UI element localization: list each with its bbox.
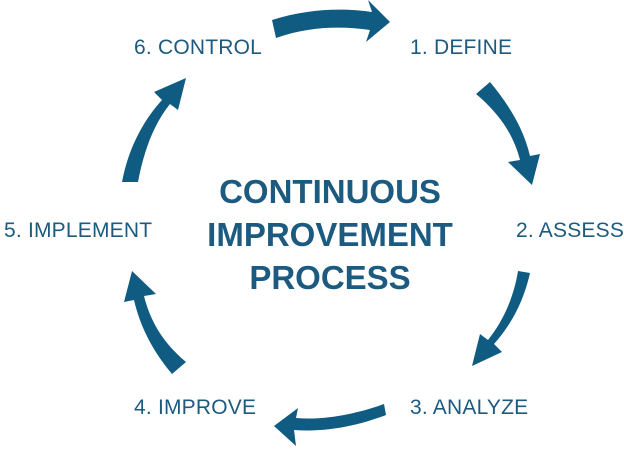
step-implement-label: 5. IMPLEMENT — [4, 219, 153, 242]
continuous-improvement-cycle: CONTINUOUS IMPROVEMENT PROCESS 1. DEFINE… — [4, 0, 624, 446]
cycle-arrows — [122, 0, 540, 446]
arrow-control-to-define — [272, 0, 390, 42]
center-title-line-3: PROCESS — [249, 259, 411, 296]
step-analyze-label: 3. ANALYZE — [410, 396, 529, 419]
center-title: CONTINUOUS IMPROVEMENT PROCESS — [180, 170, 480, 299]
arrow-define-to-assess — [476, 82, 540, 185]
arrow-analyze-to-improve — [274, 404, 386, 446]
step-control-label: 6. CONTROL — [134, 36, 263, 59]
step-assess-label: 2. ASSESS — [516, 219, 624, 242]
arrow-implement-to-control — [122, 78, 186, 182]
arrow-assess-to-analyze — [472, 271, 530, 366]
step-define-label: 1. DEFINE — [410, 36, 513, 59]
center-title-line-2: IMPROVEMENT — [207, 216, 453, 253]
step-improve-label: 4. IMPROVE — [134, 396, 257, 419]
arrow-improve-to-implement — [124, 271, 186, 374]
center-title-line-1: CONTINUOUS — [219, 173, 441, 210]
